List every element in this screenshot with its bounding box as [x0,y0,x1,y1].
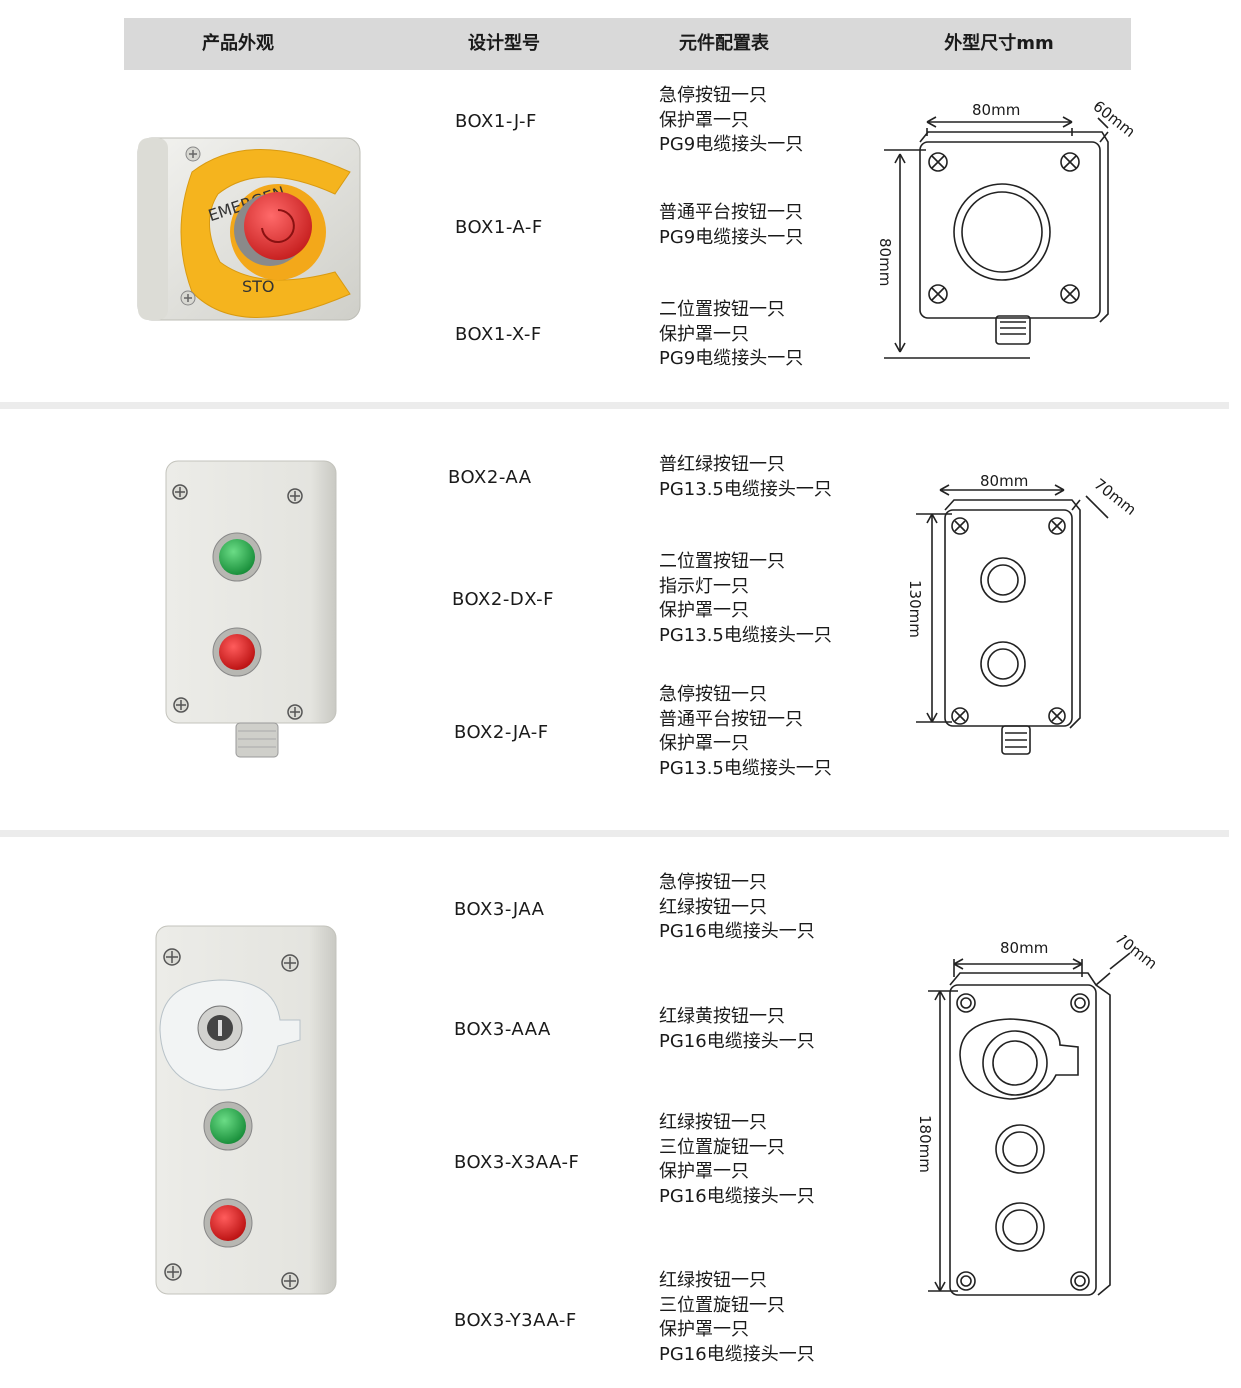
config-list: 急停按钮一只 红绿按钮一只 PG16电缆接头一只 [659,871,815,945]
dim-width: 80mm [972,101,1020,119]
config-list: 红绿黄按钮一只 PG16电缆接头一只 [659,1005,815,1054]
config-list: 普红绿按钮一只 PG13.5电缆接头一只 [659,453,832,502]
config-item: PG13.5电缆接头一只 [659,478,832,500]
config-item: 保护罩一只 [659,1161,749,1182]
config-item: PG9电缆接头一只 [659,134,804,155]
model-name: BOX1-X-F [455,324,542,345]
model-name: BOX2-JA-F [454,722,549,743]
model-name: BOX3-AAA [454,1019,551,1040]
config-item: 保护罩一只 [659,733,749,754]
dim-width: 80mm [980,472,1028,490]
config-item: 指示灯一只 [659,575,749,597]
config-item: 保护罩一只 [659,600,749,621]
dim-height: 130mm [906,580,924,638]
dimension-drawing: 80mm 70mm 180mm [910,929,1170,1309]
dim-width: 80mm [1000,939,1048,957]
dimension-drawing: 80mm 60mm 80mm [870,88,1150,377]
emergency-stop-box-photo: EMERGEN STO [130,132,370,331]
model-name: BOX1-A-F [455,217,543,238]
config-item: 红绿按钮一只 [659,1270,767,1291]
config-list: 普通平台按钮一只 PG9电缆接头一只 [659,201,803,250]
dim-height: 80mm [876,238,894,286]
dim-depth: 60mm [1090,97,1139,141]
header-size: 外型尺寸mm [944,33,1054,54]
section-divider [0,402,1229,409]
config-list: 红绿按钮一只 三位置旋钮一只 保护罩一只 PG16电缆接头一只 [659,1111,815,1209]
config-item: 普红绿按钮一只 [659,454,785,475]
config-item: PG16电缆接头一只 [659,1185,815,1207]
config-item: PG13.5电缆接头一只 [659,624,832,646]
config-item: 保护罩一只 [659,323,749,345]
config-item: 二位置按钮一只 [659,299,785,320]
config-item: 红绿按钮一只 [659,1112,767,1133]
config-item: 三位置旋钮一只 [659,1136,785,1158]
config-item: 保护罩一只 [659,109,749,131]
model-name: BOX3-Y3AA-F [454,1310,577,1331]
model-name: BOX2-AA [448,467,532,488]
table-header: 产品外观 设计型号 元件配置表 外型尺寸mm [124,18,1131,70]
dim-height: 180mm [916,1115,934,1173]
config-item: PG13.5电缆接头一只 [659,757,832,779]
config-list: 红绿按钮一只 三位置旋钮一只 保护罩一只 PG16电缆接头一只 [659,1269,815,1367]
model-name: BOX2-DX-F [452,589,554,610]
config-item: 二位置按钮一只 [659,551,785,572]
model-name: BOX3-X3AA-F [454,1152,580,1173]
config-item: 保护罩一只 [659,1319,749,1340]
config-item: PG16电缆接头一只 [659,1343,815,1365]
config-list: 二位置按钮一只 保护罩一只 PG9电缆接头一只 [659,298,803,372]
header-config: 元件配置表 [679,33,769,54]
dim-depth: 70mm [1112,935,1161,973]
model-name: BOX1-J-F [455,111,537,132]
header-model: 设计型号 [468,33,540,54]
config-item: 普通平台按钮一只 [659,202,803,223]
model-name: BOX3-JAA [454,899,545,920]
config-item: 红绿黄按钮一只 [659,1006,785,1027]
dimension-drawing: 80mm 70mm 130mm [900,468,1150,772]
config-item: PG16电缆接头一只 [659,921,815,942]
config-item: PG16电缆接头一只 [659,1030,815,1052]
config-item: 三位置旋钮一只 [659,1294,785,1316]
photo-label-bottom: STO [242,277,275,296]
config-list: 急停按钮一只 保护罩一只 PG9电缆接头一只 [659,84,803,158]
two-button-box-photo [160,455,340,769]
config-item: 普通平台按钮一只 [659,708,803,730]
config-item: 急停按钮一只 [659,85,767,106]
three-position-box-photo [150,920,350,1304]
section-divider [0,830,1229,837]
config-item: PG9电缆接头一只 [659,348,804,369]
config-list: 二位置按钮一只 指示灯一只 保护罩一只 PG13.5电缆接头一只 [659,550,832,648]
config-list: 急停按钮一只 普通平台按钮一只 保护罩一只 PG13.5电缆接头一只 [659,683,832,781]
config-item: 急停按钮一只 [659,684,767,705]
header-appearance: 产品外观 [202,33,274,54]
config-item: 红绿按钮一只 [659,896,767,918]
config-item: 急停按钮一只 [659,872,767,893]
dim-depth: 70mm [1091,475,1140,519]
config-item: PG9电缆接头一只 [659,226,804,248]
